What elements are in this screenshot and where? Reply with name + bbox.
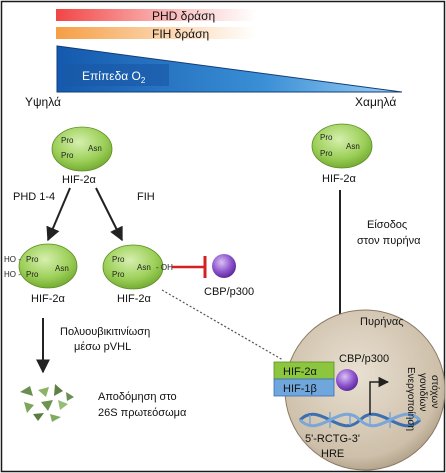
- ubiquitination-label-1: Πολυουβικιτινίωση: [60, 326, 150, 338]
- degradation-label-2: 26S πρωτεόσωμα: [98, 407, 187, 419]
- hif1b-nuclear-label: HIF-1β: [283, 383, 317, 395]
- svg-text:Pro: Pro: [26, 270, 39, 279]
- svg-text:Asn: Asn: [55, 264, 69, 273]
- fih-activity-label: FIH δράση: [152, 27, 209, 41]
- svg-text:Pro: Pro: [112, 270, 125, 279]
- degradation-label-1: Αποδόμηση στο: [98, 391, 177, 403]
- svg-text:Pro: Pro: [320, 149, 333, 158]
- phd-activity-bar: [56, 9, 256, 21]
- hif2a-nuclear-label: HIF-2α: [283, 366, 318, 378]
- nucleus-label: Πυρήνας: [360, 316, 404, 328]
- translocation-dotted-line: [161, 289, 284, 361]
- cbp-p300-nuclear-label: CBP/p300: [339, 353, 389, 365]
- hif2a-prolyl-hydroxylated: HO - HO - Pro Pro Asn: [4, 243, 78, 289]
- svg-text:HO -: HO -: [4, 255, 21, 264]
- dna-helix: [298, 412, 422, 428]
- svg-text:Ενεργοποίηση: Ενεργοποίηση: [405, 367, 417, 431]
- phd-arrow: [46, 187, 71, 242]
- oxygen-high-label: Υψηλά: [25, 95, 61, 109]
- hif2a-fih-label: HIF-2α: [117, 293, 152, 305]
- hif2a-hydroxylated-label: HIF-2α: [31, 293, 66, 305]
- phd-enzyme-label: PHD 1-4: [13, 191, 55, 203]
- svg-text:γονιδίων: γονιδίων: [417, 373, 429, 411]
- svg-text:Pro: Pro: [61, 151, 74, 160]
- degraded-fragments: [20, 384, 74, 422]
- svg-text:Pro: Pro: [112, 255, 125, 264]
- hif2a-normoxia-label: HIF-2α: [62, 174, 97, 186]
- oxygen-label-box: [63, 64, 169, 86]
- phd-activity-label: PHD δράση: [152, 9, 215, 23]
- svg-text:Pro: Pro: [61, 136, 74, 145]
- hif2a-hypoxia-label: HIF-2α: [322, 173, 357, 185]
- svg-text:Pro: Pro: [320, 133, 333, 142]
- hif2a-hypoxia: Pro Pro Asn: [311, 123, 373, 169]
- hre-label: HRE: [321, 448, 344, 460]
- nuclear-entry-label-1: Είσοδος: [367, 219, 407, 231]
- cbp-p300-nuclear: [336, 369, 358, 391]
- transcription-start-arrow: [369, 376, 390, 415]
- oxygen-low-label: Χαμηλά: [355, 95, 396, 109]
- target-gene-activation-label: Ενεργοποίηση γονιδίων στόχων: [405, 367, 441, 431]
- svg-text:Asn: Asn: [137, 263, 151, 272]
- cbp-p300-cytoplasm: [212, 254, 236, 278]
- svg-text:στόχων: στόχων: [429, 375, 441, 408]
- fih-enzyme-label: FIH: [137, 191, 155, 203]
- hif2a-normoxia: Pro Pro Asn: [51, 126, 113, 172]
- ubiquitination-label-2: μέσω pVHL: [74, 341, 131, 353]
- svg-text:Pro: Pro: [26, 255, 39, 264]
- cbp-p300-label: CBP/p300: [204, 286, 254, 298]
- svg-text:Asn: Asn: [346, 142, 360, 151]
- svg-text:Asn: Asn: [88, 144, 102, 153]
- oxygen-level-label: Επίπεδα O2: [82, 69, 146, 85]
- svg-text:HO -: HO -: [4, 270, 21, 279]
- hre-motif-label: 5'-RCTG-3': [305, 433, 360, 445]
- nuclear-entry-label-2: στον πυρήνα: [357, 235, 421, 247]
- hif1b-nuclear-box: [273, 378, 335, 397]
- svg-text:- OH: - OH: [156, 263, 173, 272]
- hif2a-asparaginyl-hydroxylated: Pro Pro Asn - OH: [102, 244, 173, 290]
- fih-activity-bar: [56, 27, 256, 39]
- fih-arrow: [95, 187, 123, 242]
